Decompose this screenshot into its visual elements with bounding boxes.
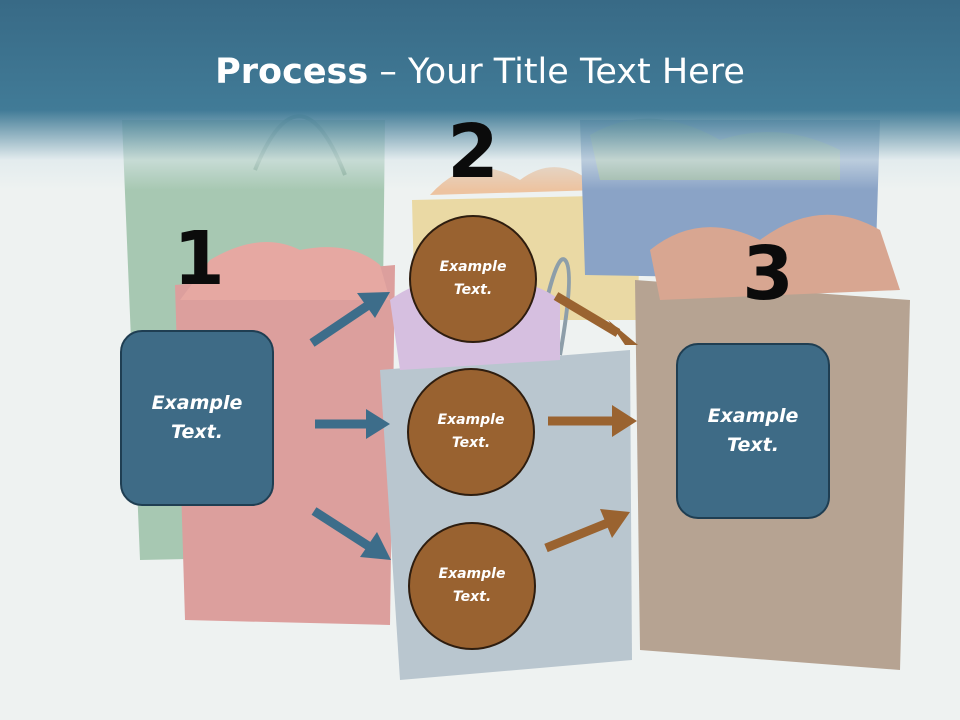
arrow-blue-down [311, 507, 373, 551]
arrowhead-brown-mid [612, 405, 637, 437]
left-box-line2: Text. [171, 421, 223, 443]
arrowhead-blue-mid [366, 409, 390, 439]
process-circle-top: Example Text. [409, 215, 537, 343]
arrowhead-brown-up [608, 320, 638, 345]
circle-middle-line1: Example [437, 412, 505, 428]
title-bold-part: Process [215, 52, 369, 92]
circle-top-line2: Text. [453, 282, 493, 298]
arrow-brown-up [553, 292, 621, 337]
arrow-brown-down [544, 517, 612, 553]
title-rest-part: – Your Title Text Here [368, 52, 745, 92]
circle-middle-line2: Text. [451, 435, 491, 451]
circle-bottom-line2: Text. [452, 589, 492, 605]
process-circle-middle: Example Text. [407, 368, 535, 496]
arrowhead-blue-down [360, 532, 391, 560]
right-box-line2: Text. [727, 434, 779, 456]
arrow-blue-up [309, 302, 370, 347]
step-number-3: 3 [742, 231, 794, 317]
left-process-box: Example Text. [120, 330, 274, 506]
arrowhead-blue-up [357, 292, 390, 318]
step-number-2: 2 [447, 109, 499, 195]
left-box-line1: Example [151, 392, 243, 414]
circle-top-line1: Example [439, 259, 507, 275]
process-circle-bottom: Example Text. [408, 522, 536, 650]
right-box-line1: Example [707, 405, 799, 427]
right-process-box: Example Text. [676, 343, 830, 519]
step-number-1: 1 [173, 216, 225, 302]
circle-bottom-line1: Example [438, 566, 506, 582]
title-band [0, 0, 960, 190]
arrowhead-brown-down [600, 509, 630, 538]
slide-title: Process – Your Title Text Here [0, 52, 960, 92]
